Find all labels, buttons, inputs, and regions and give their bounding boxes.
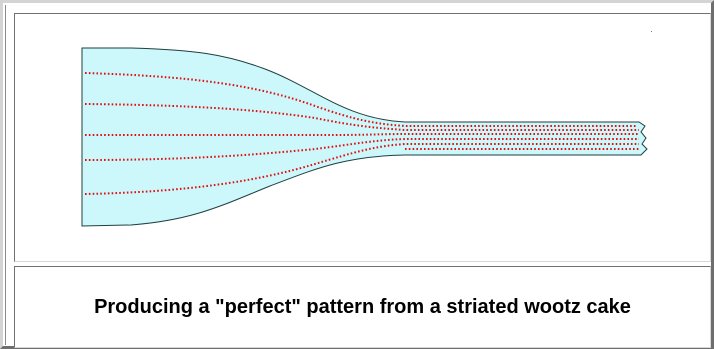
bar-outline — [81, 47, 648, 227]
striation-line — [84, 133, 639, 136]
striation-line — [84, 72, 637, 127]
figure-image-cell — [14, 13, 711, 262]
figure-caption-cell: Producing a "perfect" pattern from a str… — [14, 266, 711, 348]
striation-line — [84, 143, 639, 195]
figure-caption: Producing a "perfect" pattern from a str… — [94, 295, 631, 318]
striation-line — [84, 138, 639, 161]
striations — [84, 72, 639, 195]
forged-bar-diagram — [81, 31, 652, 227]
striation-line — [84, 103, 639, 131]
image-speck — [651, 31, 652, 32]
